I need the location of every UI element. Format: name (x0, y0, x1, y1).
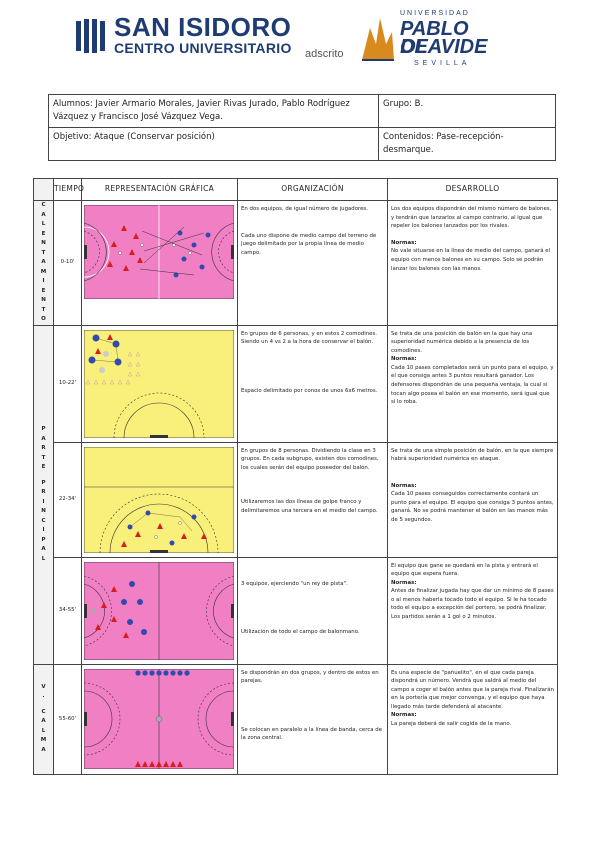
san-isidoro-title: SAN ISIDORO (114, 12, 292, 42)
des-text: Los dos equipos dispondrán del mismo núm… (391, 206, 552, 230)
tiempo-cell: 22-34' (53, 441, 82, 558)
drawing-cell (81, 324, 238, 443)
tiempo-cell: 0-10' (53, 200, 82, 326)
normas-label: Normas: (391, 482, 417, 489)
header-logos: SAN ISIDORO CENTRO UNIVERSITARIO adscrit… (0, 0, 599, 80)
tiempo-cell: 55-60' (53, 663, 82, 775)
organizacion-cell: En grupos de 6 personas, y en estos 2 co… (237, 324, 388, 443)
upo-olavide: OLAVIDE (400, 36, 488, 58)
objetivo-cell: Objetivo: Ataque (Conservar posición) (48, 127, 379, 161)
court-drawing-warmup (84, 205, 234, 299)
normas-label: Normas: (391, 579, 417, 586)
upo-logo: UNIVERSIDAD PABLO DE OLAVIDE SEVILLA (358, 10, 488, 70)
des-text: Cada 10 pases completados será un punto … (391, 364, 554, 406)
des-text: Es una especie de "pañuelito", en el que… (391, 669, 554, 710)
org-text: Se colocan en paralelo a la línea de ban… (241, 726, 383, 742)
org-text: Utilizaremos las dos líneas de golpe fra… (241, 499, 378, 514)
tiempo-cell: 34-55' (53, 556, 82, 665)
adscrito-label: adscrito (305, 48, 344, 60)
upo-universidad: UNIVERSIDAD (400, 10, 470, 17)
org-text: Espacio delimitado por conos de unos 6x6… (241, 387, 378, 394)
organizacion-cell: 3 equipos, ejerciendo "un rey de pista".… (237, 556, 388, 665)
phase-header (33, 178, 54, 201)
desarrollo-cell: Es una especie de "pañuelito", en el que… (387, 663, 558, 775)
des-text: El equipo que gane se quedará en la pist… (391, 562, 538, 578)
des-text: Cada 10 pases conseguidos correctamente … (391, 491, 554, 524)
tiempo-cell: 10-22' (53, 324, 82, 443)
normas-label: Normas: (391, 239, 417, 246)
organizacion-cell: En grupos de 8 personas. Dividiendo la c… (237, 441, 388, 558)
org-text: Utilización de todo el campo de balonman… (241, 629, 360, 636)
org-text: En grupos de 8 personas. Dividiendo la c… (241, 447, 379, 471)
court-drawing-king-of-court (84, 561, 234, 660)
session-info-table: Alumnos: Javier Armario Morales, Javier … (48, 94, 556, 161)
court-drawing-rondo (84, 329, 234, 438)
drawing-cell (81, 556, 238, 665)
san-isidoro-emblem-icon (76, 18, 105, 53)
court-drawing-panuelito (84, 668, 234, 769)
desarrollo-cell: Se trata de una posición de balón en la … (387, 324, 558, 443)
org-text: 3 equipos, ejerciendo "un rey de pista". (241, 580, 348, 587)
org-text: En grupos de 6 personas, y en estos 2 co… (241, 330, 377, 346)
session-plan-table: TIEMPO REPRESENTACIÓN GRÁFICA ORGANIZACI… (33, 178, 558, 775)
san-isidoro-logo: SAN ISIDORO CENTRO UNIVERSITARIO (74, 14, 292, 57)
centro-universitario-subtitle: CENTRO UNIVERSITARIO (114, 40, 292, 56)
des-text: Antes de finalizar jugada hay que dar un… (391, 588, 554, 621)
des-text: Se trata de una posición de balón en la … (391, 330, 533, 354)
drawing-cell (81, 441, 238, 558)
normas-label: Normas: (391, 356, 417, 363)
contenidos-cell: Contenidos: Pase-recepción-desmarque. (378, 127, 556, 161)
desarrollo-cell: El equipo que gane se quedará en la pist… (387, 556, 558, 665)
desarrollo-cell: Se trata de una simple posición de balón… (387, 441, 558, 558)
header-grafica: REPRESENTACIÓN GRÁFICA (81, 178, 238, 201)
grupo-cell: Grupo: B. (378, 94, 556, 128)
des-text: No vale situarse en la línea de medio de… (391, 248, 551, 272)
table-row: 34-55' (34, 556, 558, 665)
organizacion-cell: En dos equipos, de igual número de jugad… (237, 200, 388, 326)
header-tiempo: TIEMPO (53, 178, 84, 201)
alumnos-cell: Alumnos: Javier Armario Morales, Javier … (48, 94, 379, 128)
desarrollo-cell: Los dos equipos dispondrán del mismo núm… (387, 200, 558, 326)
upo-emblem-icon (362, 18, 394, 61)
org-text: Se dispondrán en dos grupos, y dentro de… (241, 669, 379, 685)
org-text: En dos equipos, de igual número de jugad… (241, 206, 368, 212)
upo-pablo: PABLO DE (400, 18, 469, 58)
drawing-cell (81, 200, 238, 326)
normas-label: Normas: (391, 712, 417, 719)
header-organizacion: ORGANIZACIÓN (237, 178, 388, 201)
drawing-cell (81, 663, 238, 775)
organizacion-cell: Se dispondrán en dos grupos, y dentro de… (237, 663, 388, 775)
court-drawing-possession (84, 446, 234, 553)
upo-sevilla: SEVILLA (414, 60, 471, 67)
des-text: Se trata de una simple posición de balón… (391, 447, 554, 463)
org-text: Cada uno dispone de medio campo del terr… (241, 232, 377, 256)
header-desarrollo: DESARROLLO (387, 178, 558, 201)
des-text: La pareja deberá de salir cogida de la m… (391, 721, 512, 728)
table-row: 22-34' En gru (34, 441, 558, 558)
